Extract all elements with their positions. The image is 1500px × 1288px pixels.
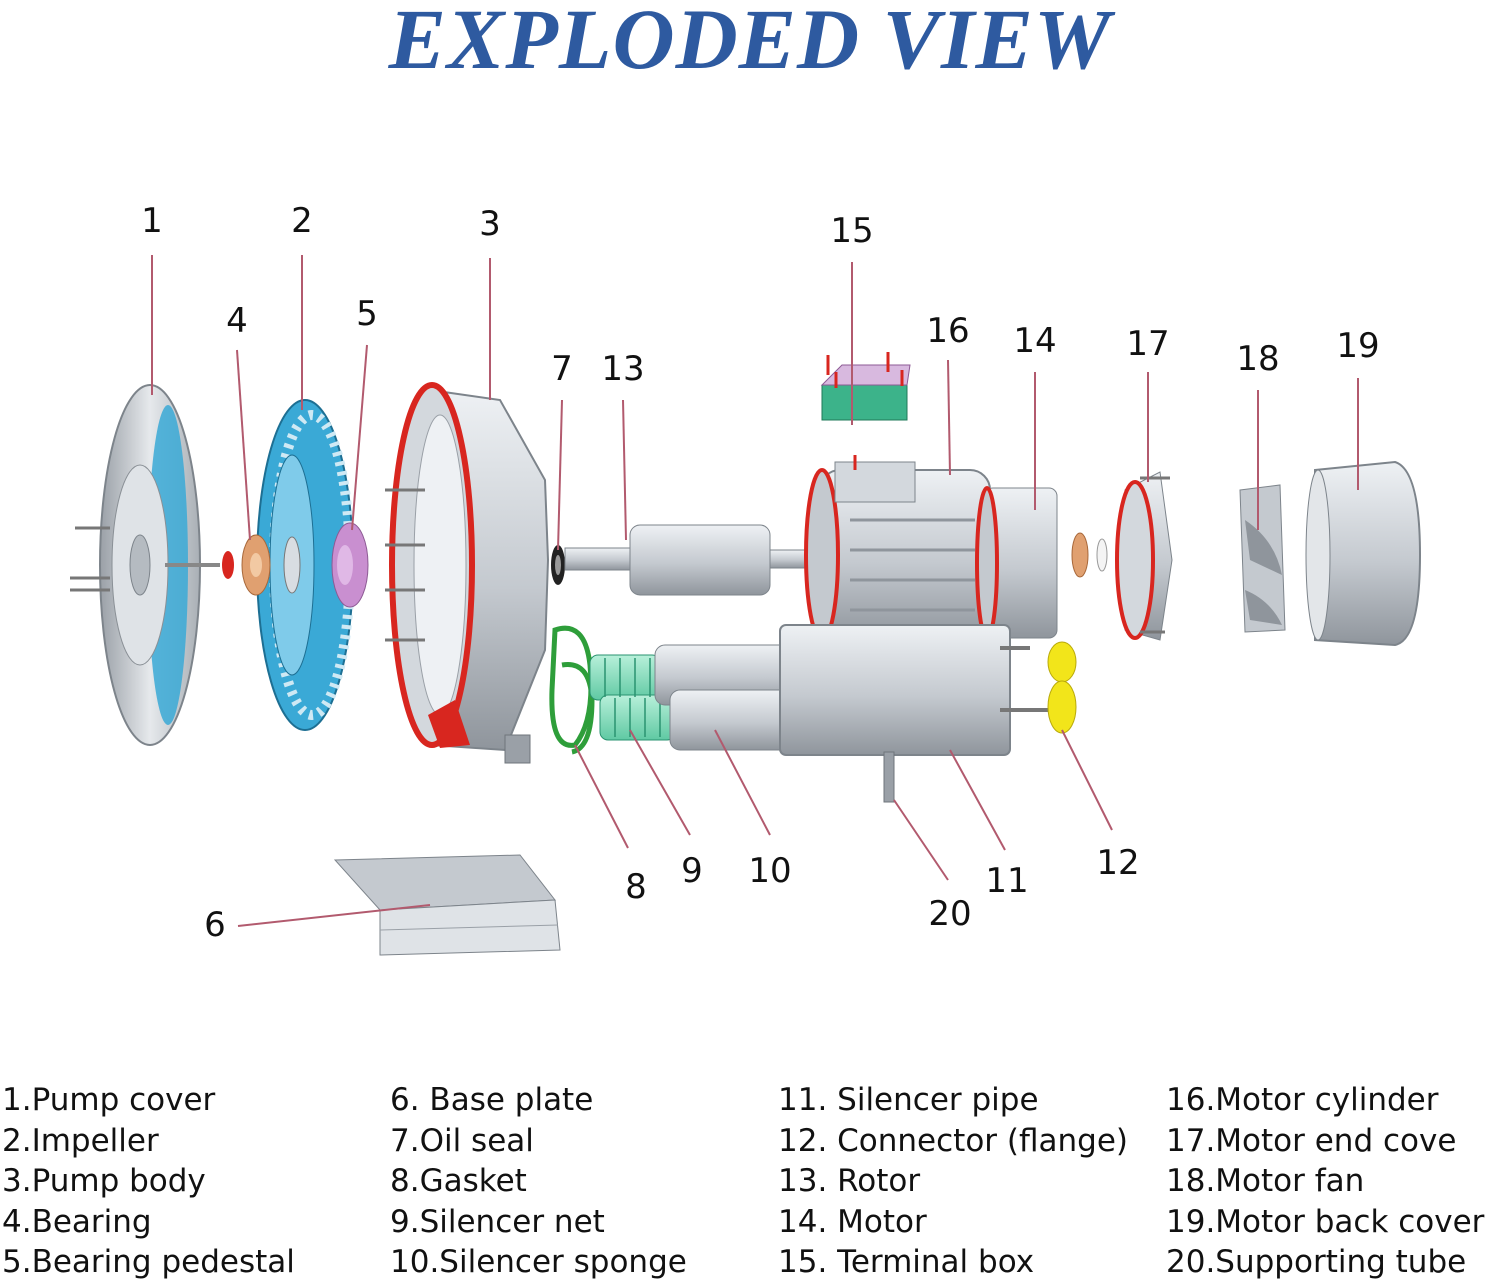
callout-18: 18 — [1236, 339, 1279, 379]
page-title: EXPLODED VIEW — [388, 0, 1112, 87]
legend-item: 20.Supporting tube — [1166, 1244, 1467, 1280]
callout-12: 12 — [1096, 843, 1139, 883]
silencer-pipe-part — [779, 624, 1050, 756]
silencer-sponge-part — [654, 644, 811, 751]
callout-9: 9 — [681, 851, 703, 891]
legend-item: 6. Base plate — [390, 1082, 594, 1118]
terminal-box-part — [820, 352, 911, 421]
pump-body-part — [385, 382, 550, 764]
gasket-part — [549, 625, 595, 755]
callout-20: 20 — [928, 894, 971, 934]
pump-cover-part — [70, 384, 220, 746]
legend-item: 17.Motor end cove — [1166, 1122, 1457, 1159]
callout-15: 15 — [830, 211, 873, 251]
motor-end-cover-part — [1071, 471, 1173, 641]
bearing-pedestal-part — [331, 522, 369, 608]
callout-19: 19 — [1336, 326, 1379, 366]
legend-item: 1.Pump cover — [2, 1082, 216, 1118]
legend-item: 16.Motor cylinder — [1166, 1082, 1439, 1118]
callout-7: 7 — [551, 349, 573, 389]
legend-item: 19.Motor back cover — [1166, 1203, 1485, 1240]
motor-fan-part — [1239, 484, 1286, 633]
callout-8: 8 — [625, 867, 647, 907]
motor-part — [975, 486, 1058, 640]
bearing-part — [222, 534, 271, 596]
callout-1: 1 — [141, 201, 163, 241]
callout-13: 13 — [601, 349, 644, 389]
callout-4: 4 — [226, 301, 248, 341]
legend-column-4: 16.Motor cylinder 17.Motor end cove 18.M… — [1166, 1080, 1484, 1283]
rotor-part — [564, 524, 831, 596]
callout-3: 3 — [479, 204, 501, 244]
legend-column-3: 11. Silencer pipe 12. Connector (flange)… — [778, 1080, 1128, 1283]
legend-item: 12. Connector (flange) — [778, 1122, 1129, 1159]
callout-numbers: 1 2 3 4 5 6 7 8 9 10 11 12 13 14 15 16 1… — [141, 201, 1379, 945]
callout-2: 2 — [291, 201, 313, 241]
legend-item: 5.Bearing pedestal — [2, 1244, 295, 1280]
callout-10: 10 — [748, 851, 791, 891]
callout-17: 17 — [1126, 324, 1169, 364]
callout-6: 6 — [204, 905, 226, 945]
legend-item: 11. Silencer pipe — [778, 1082, 1039, 1118]
legend-item: 7.Oil seal — [390, 1122, 534, 1159]
legend-item: 3.Pump body — [2, 1163, 206, 1199]
legend-item: 14. Motor — [778, 1203, 927, 1240]
legend-item: 10.Silencer sponge — [390, 1244, 687, 1280]
parts-legend: 1.Pump cover 2.Impeller 3.Pump body 4.Be… — [0, 1080, 1500, 1288]
callout-14: 14 — [1013, 321, 1056, 361]
exploded-view-diagram: 1 2 3 4 5 6 7 8 9 10 11 12 13 14 15 16 1… — [70, 201, 1422, 956]
legend-item: 9.Silencer net — [390, 1203, 605, 1240]
legend-item: 2.Impeller — [2, 1122, 159, 1159]
base-plate-part — [333, 854, 561, 956]
oil-seal-part — [551, 545, 565, 585]
leader-lines — [151, 255, 1359, 927]
callout-5: 5 — [356, 294, 378, 334]
connector-flange-part — [1047, 641, 1077, 734]
legend-column-1: 1.Pump cover 2.Impeller 3.Pump body 4.Be… — [2, 1080, 295, 1283]
legend-column-2: 6. Base plate 7.Oil seal 8.Gasket 9.Sile… — [390, 1080, 687, 1283]
motor-back-cover-part — [1305, 460, 1422, 647]
legend-item: 8.Gasket — [390, 1163, 527, 1199]
callout-16: 16 — [926, 311, 969, 351]
motor-cylinder-part — [804, 455, 991, 642]
callout-11: 11 — [985, 861, 1028, 901]
legend-item: 18.Motor fan — [1166, 1163, 1365, 1199]
legend-item: 4.Bearing — [2, 1203, 152, 1240]
legend-item: 15. Terminal box — [778, 1244, 1035, 1280]
supporting-tube-part — [883, 751, 895, 803]
legend-item: 13. Rotor — [778, 1163, 921, 1199]
